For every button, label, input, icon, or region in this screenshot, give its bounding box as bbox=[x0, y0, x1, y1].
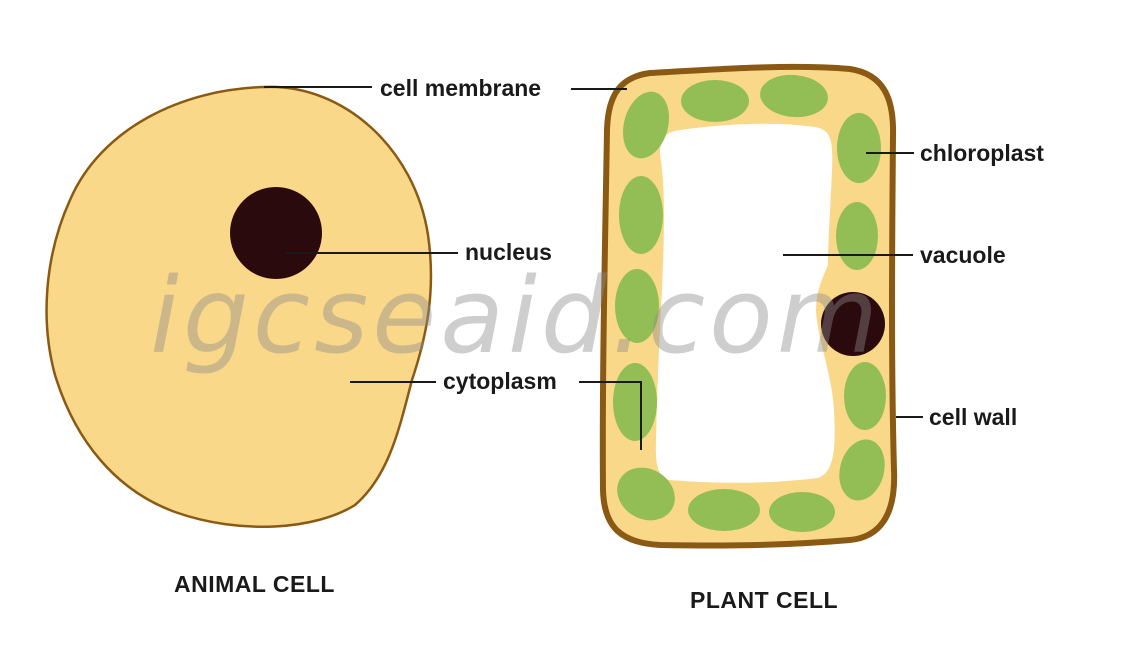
label-cytoplasm: cytoplasm bbox=[443, 368, 557, 394]
plant-nucleus bbox=[821, 292, 885, 356]
plant-vacuole bbox=[655, 123, 835, 483]
animal-nucleus bbox=[230, 187, 322, 279]
chloroplast bbox=[769, 492, 835, 532]
chloroplast bbox=[617, 467, 675, 521]
leader-cytoplasm-plant bbox=[579, 381, 642, 450]
label-chloroplast: chloroplast bbox=[920, 140, 1044, 166]
chloroplast bbox=[619, 176, 663, 254]
chloroplast bbox=[844, 362, 886, 430]
chloroplast bbox=[839, 439, 885, 501]
animal-cell-body bbox=[45, 85, 433, 529]
chloroplast bbox=[688, 489, 760, 531]
title-animal-cell: ANIMAL CELL bbox=[174, 571, 335, 597]
label-cell-wall: cell wall bbox=[929, 404, 1017, 430]
plant-cell bbox=[599, 63, 898, 549]
label-nucleus: nucleus bbox=[465, 239, 552, 265]
chloroplast bbox=[615, 269, 659, 343]
label-cell-membrane: cell membrane bbox=[380, 75, 541, 101]
label-lines bbox=[264, 86, 923, 450]
title-plant-cell: PLANT CELL bbox=[690, 587, 838, 613]
chloroplast bbox=[760, 74, 828, 118]
chloroplast bbox=[836, 202, 878, 270]
animal-cell bbox=[45, 85, 433, 529]
chloroplast bbox=[837, 113, 881, 183]
watermark: igcseaid.com bbox=[150, 255, 882, 377]
label-vacuole: vacuole bbox=[920, 242, 1006, 268]
chloroplast bbox=[622, 91, 670, 159]
chloroplast bbox=[681, 80, 749, 122]
